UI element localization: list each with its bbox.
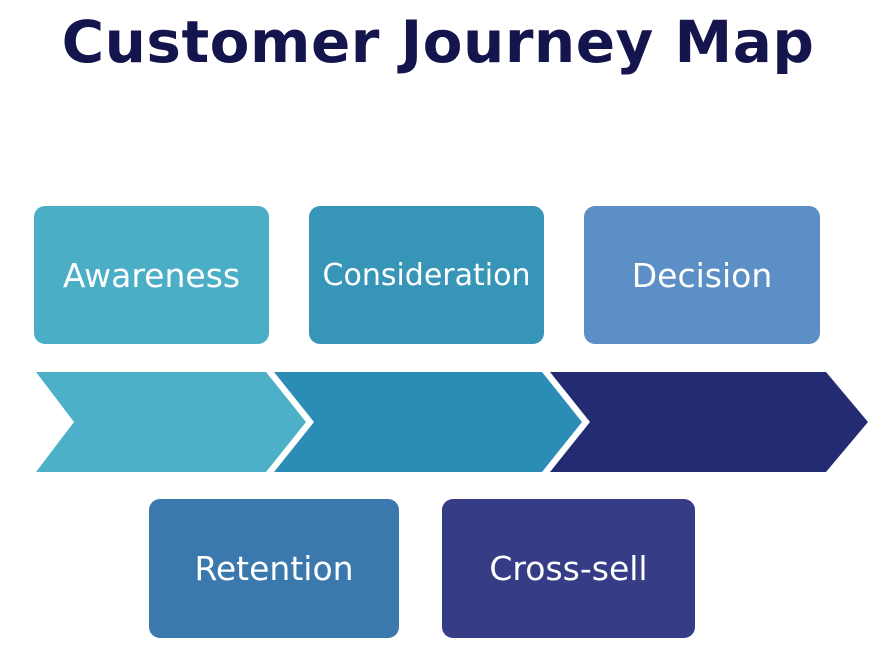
stage-box-decision: Decision [584,206,820,344]
stage-label-cross-sell: Cross-sell [489,549,648,588]
stage-label-retention: Retention [194,549,354,588]
stage-label-awareness: Awareness [62,255,241,295]
stage-box-awareness: Awareness [34,206,269,344]
journey-arrow-segment-2 [274,372,582,472]
journey-arrow-band [36,372,868,472]
stage-box-retention: Retention [149,499,399,638]
stage-label-consideration: Consideration [322,257,531,293]
stage-box-consideration: Consideration [309,206,544,344]
journey-arrow-segment-1 [36,372,306,472]
stage-box-cross-sell: Cross-sell [442,499,695,638]
stage-label-decision: Decision [631,255,773,295]
journey-arrow-segment-3 [550,372,868,472]
diagram-title: Customer Journey Map [61,8,815,76]
